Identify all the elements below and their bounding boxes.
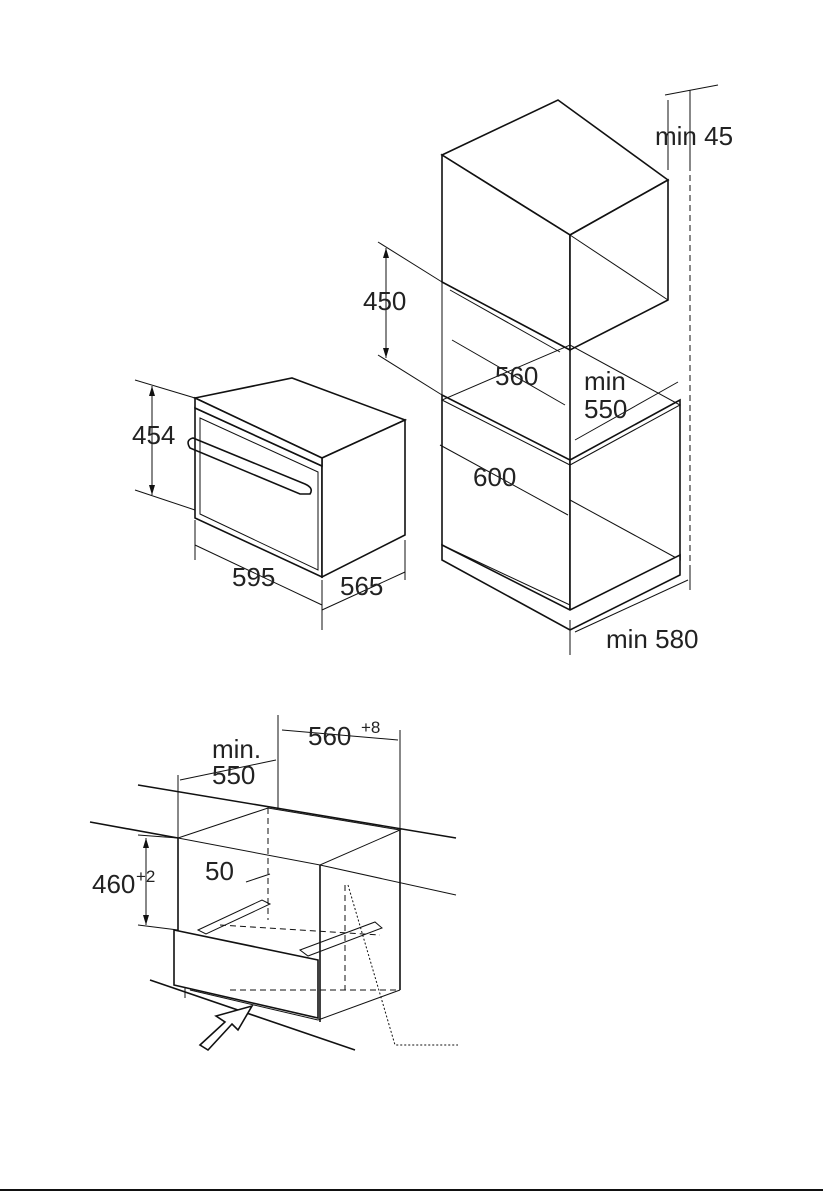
cabinet-depth-label: min 580 (606, 624, 699, 654)
niche-height-label: 450 (363, 286, 406, 316)
worktop-back-edge (138, 785, 456, 838)
undercounter-height-tolerance: +2 (136, 867, 155, 886)
airflow-arrow-icon (200, 1006, 252, 1050)
niche-width-min-value: 550 (584, 394, 627, 424)
undercounter-height-main: 460 (92, 869, 135, 899)
niche-depth-label: 560 (495, 361, 538, 391)
oven-height-label: 454 (132, 420, 175, 450)
cabinet-drawing (442, 95, 690, 630)
undercounter-width-min-value: 550 (212, 760, 255, 790)
oven-depth-label: 565 (340, 571, 383, 601)
oven-drawing (188, 378, 405, 577)
oven-width-label: 595 (232, 562, 275, 592)
plinth-panel (174, 930, 318, 1018)
undercounter-width-main: 560 (308, 721, 351, 751)
clearance-top-label: min 45 (655, 121, 733, 151)
undercounter-width-tolerance: +8 (361, 718, 380, 737)
rail-right (300, 922, 382, 956)
worktop-front-edge (90, 822, 178, 838)
niche-width-min-word: min (584, 366, 626, 396)
ventilation-line (348, 885, 458, 1045)
cabinet-width-label: 600 (473, 462, 516, 492)
rail-offset-label: 50 (205, 856, 234, 886)
rail-left (198, 900, 270, 934)
